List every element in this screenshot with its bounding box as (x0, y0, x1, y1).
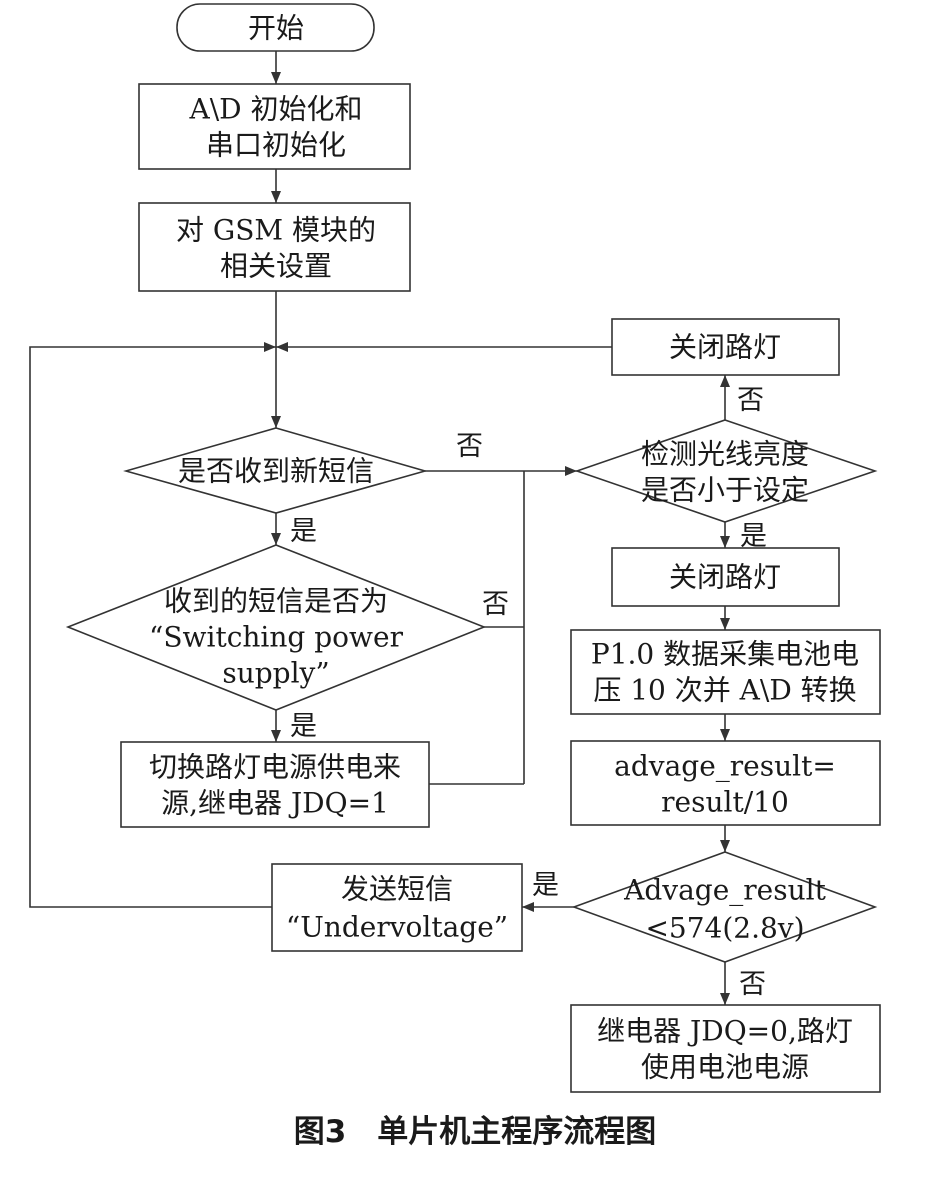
node-start-text: 开始 (248, 12, 304, 45)
node-lamp-off-mid-text-line: 关闭路灯 (669, 561, 781, 594)
node-init-text: A\D 初始化和串口初始化 (188, 93, 362, 162)
label-yes-light: 是 (740, 521, 767, 552)
node-average-text: advage_result=result/10 (614, 750, 836, 819)
label-no-new-sms: 否 (456, 431, 483, 462)
decision-voltage-threshold-text-line: <574(2.8v) (645, 912, 804, 945)
decision-new-sms: 是否收到新短信 (123, 427, 428, 514)
node-switch-power-text-line: 源,继电器 JDQ=1 (161, 787, 389, 820)
node-gsm-config-text-line: 相关设置 (220, 250, 332, 283)
label-no-check-sms: 否 (482, 589, 509, 620)
decision-light-level-text: 检测光线亮度是否小于设定 (641, 438, 809, 507)
node-lamp-off-top-text-line: 关闭路灯 (669, 331, 781, 364)
node-voltage-sampling: P1.0 数据采集电池电压 10 次并 A\D 转换 (570, 629, 881, 715)
connectors (29, 51, 726, 1005)
node-voltage-sampling-text-line: P1.0 数据采集电池电 (591, 638, 859, 671)
node-lamp-off-mid-text: 关闭路灯 (669, 561, 781, 594)
decision-voltage-threshold-text-line: Advage_result (623, 874, 826, 907)
node-start-text-line: 开始 (248, 12, 304, 45)
decision-light-level-text-line: 是否小于设定 (641, 474, 809, 507)
node-battery-power: 继电器 JDQ=0,路灯使用电池电源 (570, 1004, 881, 1093)
node-gsm-config-text: 对 GSM 模块的相关设置 (176, 214, 376, 283)
node-battery-power-text: 继电器 JDQ=0,路灯使用电池电源 (597, 1015, 853, 1084)
node-switch-power-text-line: 切换路灯电源供电来 (149, 751, 401, 784)
node-lamp-off-top-text: 关闭路灯 (669, 331, 781, 364)
decision-new-sms-text-line: 是否收到新短信 (178, 455, 374, 488)
decision-voltage-threshold: Advage_result <574(2.8v) (571, 851, 878, 963)
decision-check-sms-text-line: supply” (222, 657, 329, 690)
node-gsm-config: 对 GSM 模块的相关设置 (138, 202, 411, 292)
node-start: 开始 (176, 3, 375, 52)
figure-caption: 图3 单片机主程序流程图 (294, 1114, 657, 1150)
arrowheads (264, 72, 730, 1005)
node-lamp-off-top: 关闭路灯 (611, 318, 840, 376)
decision-new-sms-text: 是否收到新短信 (178, 455, 374, 488)
node-init: A\D 初始化和串口初始化 (138, 83, 411, 170)
decision-light-level-text-line: 检测光线亮度 (641, 438, 809, 471)
node-switch-power-text: 切换路灯电源供电来源,继电器 JDQ=1 (149, 751, 401, 820)
node-init-text-line: 串口初始化 (206, 129, 346, 162)
node-average-text-line: result/10 (661, 786, 789, 819)
node-battery-power-text-line: 使用电池电源 (641, 1051, 809, 1084)
node-init-text-line: A\D 初始化和 (188, 93, 362, 126)
label-yes-check-sms: 是 (290, 711, 317, 742)
node-average-text-line: advage_result= (614, 750, 836, 783)
node-voltage-sampling-text: P1.0 数据采集电池电压 10 次并 A\D 转换 (591, 638, 859, 707)
node-send-sms-text-line: “Undervoltage” (286, 911, 508, 944)
node-gsm-config-text-line: 对 GSM 模块的 (176, 214, 376, 247)
node-battery-power-text-line: 继电器 JDQ=0,路灯 (597, 1015, 853, 1048)
label-no-light: 否 (737, 385, 764, 416)
label-no-compare: 否 (739, 969, 766, 1000)
node-send-sms-text-line: 发送短信 (341, 873, 453, 906)
label-yes-compare: 是 (532, 870, 559, 901)
decision-check-sms-text-line: “Switching power (149, 621, 404, 654)
decision-light-level: 检测光线亮度是否小于设定 (574, 419, 878, 523)
edge-labels: 否 是 否 是 否 是 是 否 (290, 385, 767, 1000)
label-yes-new-sms: 是 (290, 516, 317, 547)
node-switch-power: 切换路灯电源供电来源,继电器 JDQ=1 (120, 741, 430, 828)
node-send-sms: 发送短信 “Undervoltage” (271, 863, 523, 952)
node-send-sms-text: 发送短信 “Undervoltage” (286, 873, 508, 944)
node-lamp-off-mid: 关闭路灯 (611, 547, 840, 607)
decision-check-sms-text-line: 收到的短信是否为 (164, 585, 388, 618)
node-voltage-sampling-text-line: 压 10 次并 A\D 转换 (593, 674, 856, 707)
decision-voltage-threshold-text: Advage_result <574(2.8v) (623, 874, 826, 945)
node-average: advage_result=result/10 (570, 740, 881, 826)
